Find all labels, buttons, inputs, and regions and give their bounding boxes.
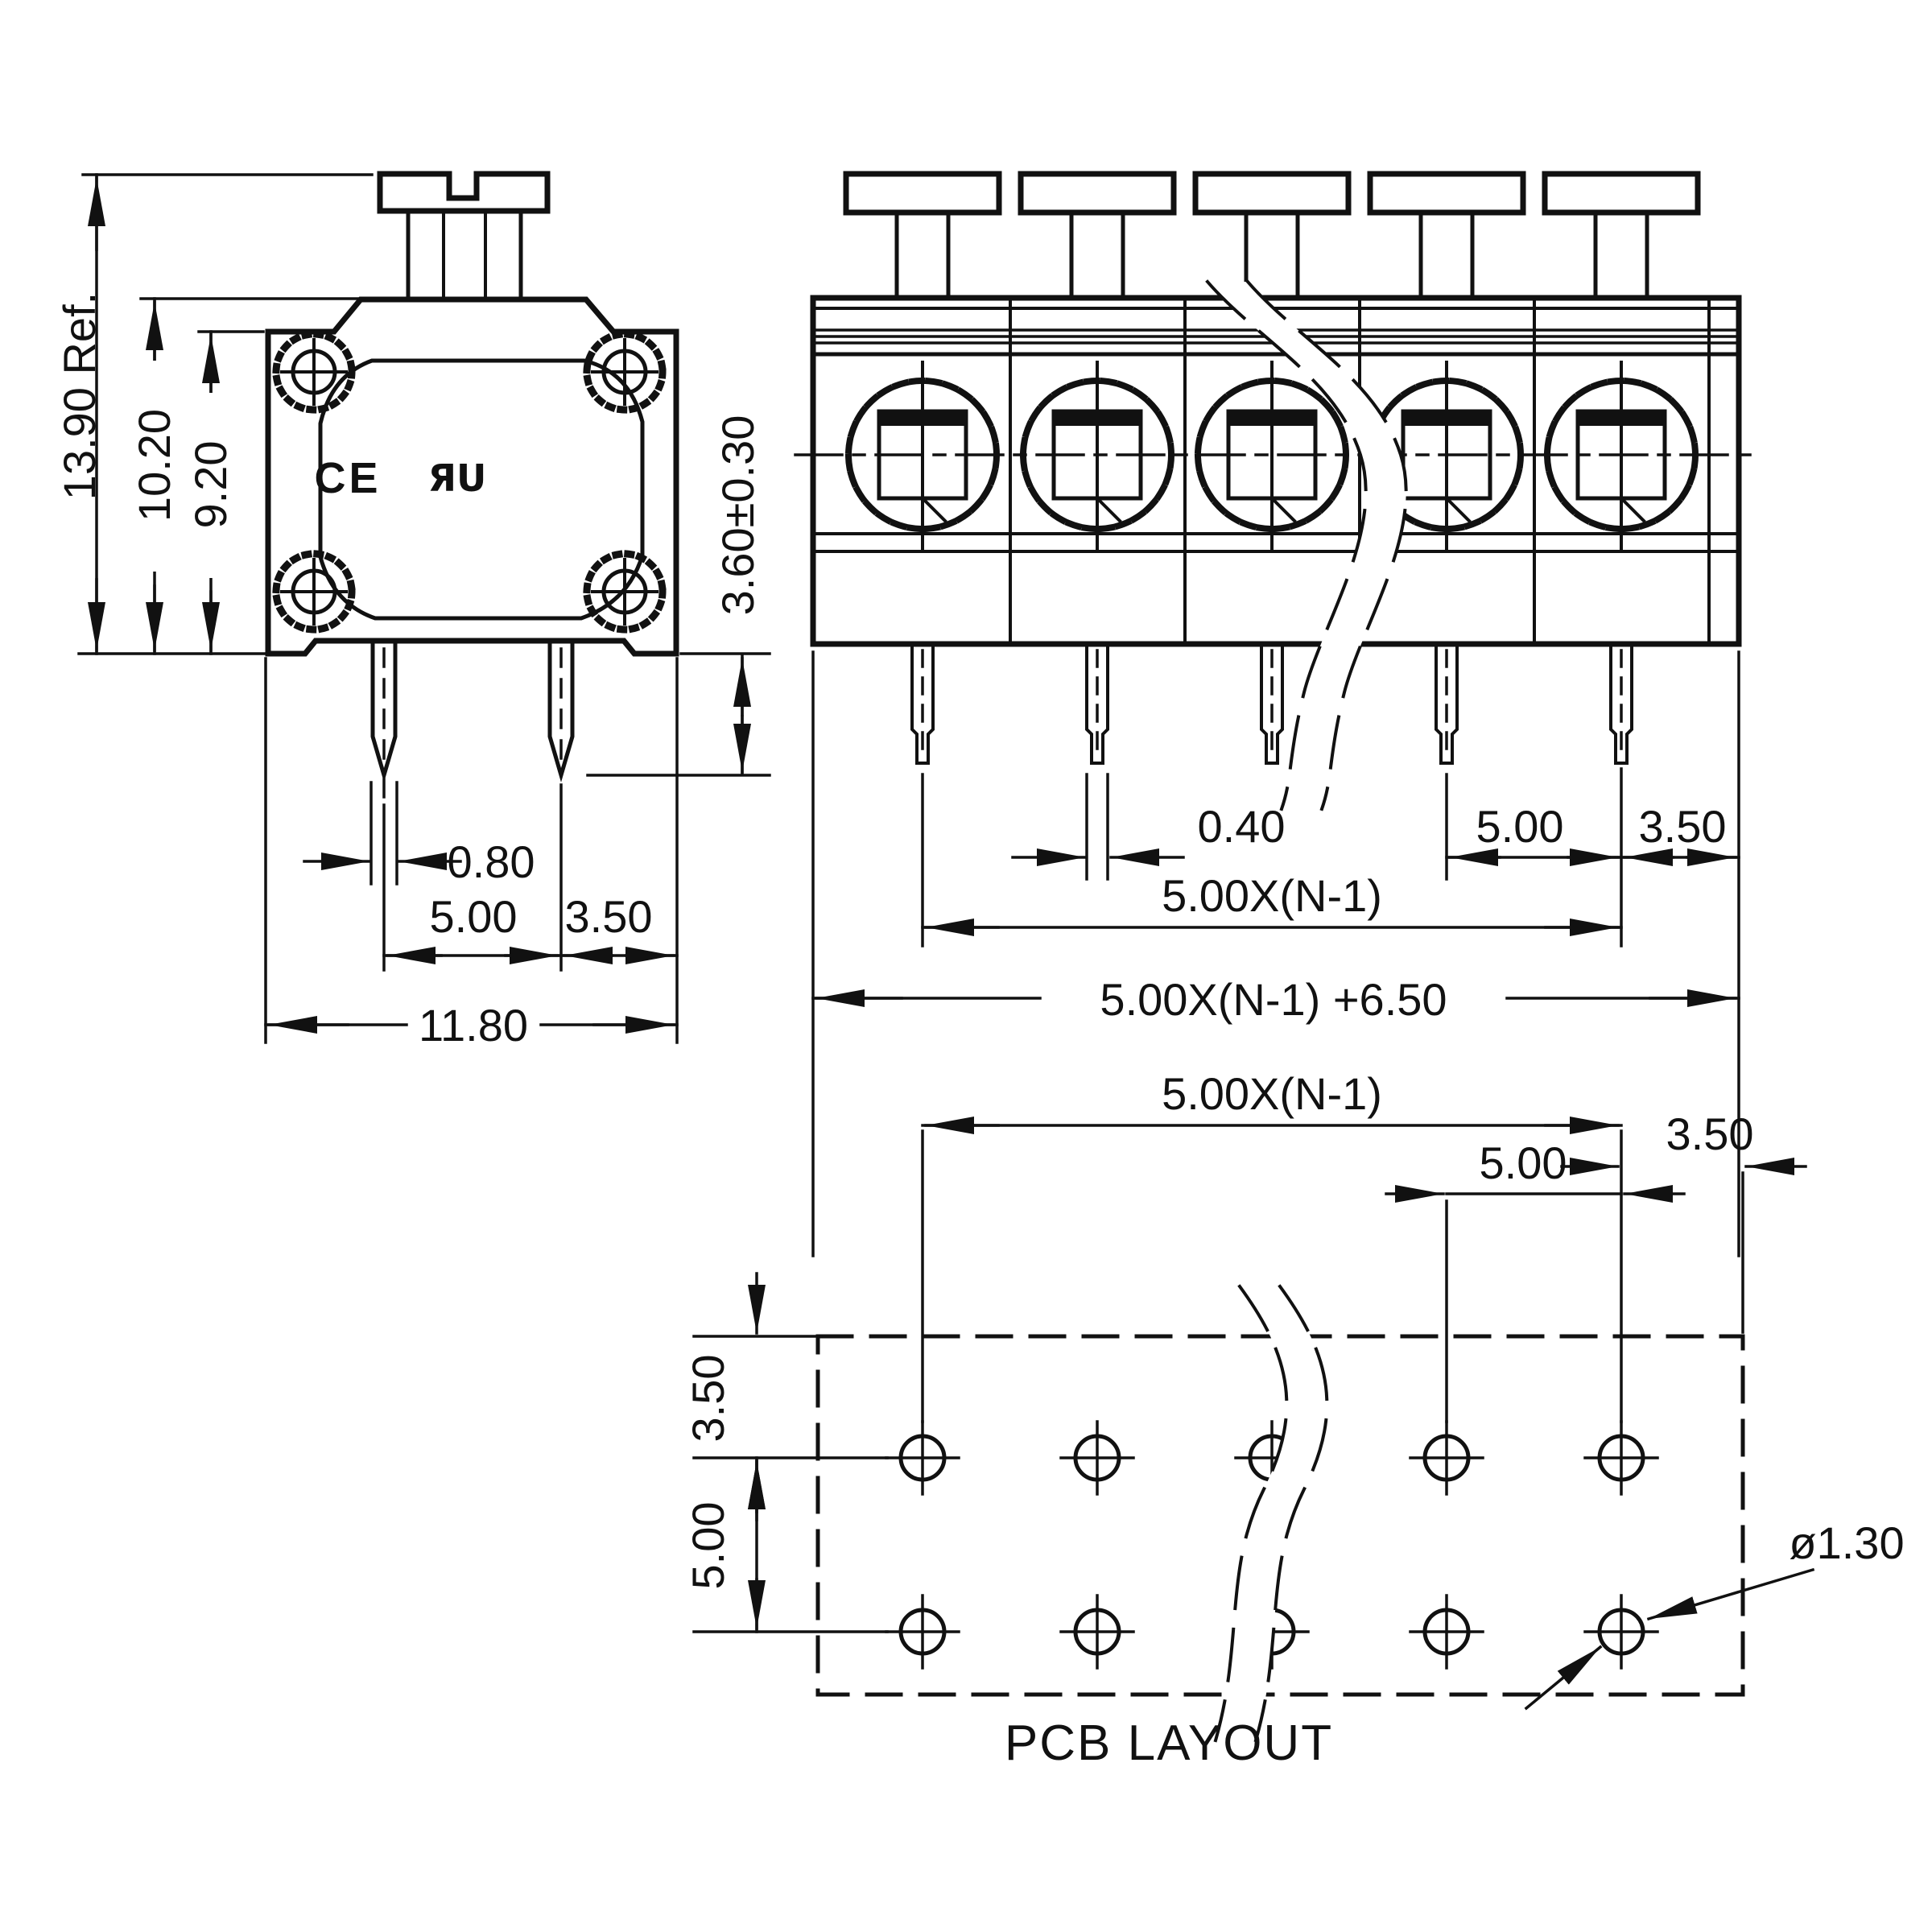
pcb-break-line [1213,1284,1329,1743]
screw-icon [1367,171,1526,299]
side-view: CE ЯU 13.90 Ref. 10.20 9.20 [54,171,771,1051]
ce-mark: CE [314,454,381,502]
dim-0-80: 0.80 [448,836,535,887]
pcb-hole-icon [1059,1420,1135,1496]
rivet-top-left [272,330,356,414]
front-body [810,295,1742,647]
screw-icon [843,171,1002,299]
front-pin [1435,642,1459,765]
front-pin [1085,642,1109,765]
dim-5-00: 5.00 [430,891,518,942]
pcb-hole-icon [1059,1594,1135,1670]
pcb-dim-edge-offset-top: 3.50 [1666,1108,1754,1159]
dim-0-40: 0.40 [1198,801,1286,852]
dim-3-60: 3.60±0.30 [712,415,763,616]
pcb-hole-icon [885,1420,960,1496]
rivet-bottom-right [583,550,667,634]
side-pins [370,638,575,782]
terminal-opening [1020,361,1174,551]
rivet-icons [272,330,667,634]
front-pins [910,642,1633,765]
pcb-holes-row1 [885,1420,1659,1496]
screw-icon [1542,171,1701,299]
side-pin-protrusion-dimension: 3.60±0.30 [586,415,771,1044]
pcb-dim-hole-pitch-top: 5.00 [1480,1137,1567,1188]
side-height-dimensions: 13.90 Ref. 10.20 9.20 [54,173,374,655]
front-view: 0.40 5.00 3.50 5.00X(N-1) 5.00X(N-1) +6.… [794,171,1761,1257]
pcb-layout: 5.00X(N-1) 3.50 5.00 3.50 5.00 ø1.30 [683,1068,1905,1771]
front-pin [1260,642,1284,765]
dim-hole-diameter: ø1.30 [1789,1517,1904,1568]
dim-bg [190,393,232,578]
screw-icon [1018,171,1177,299]
screw-icon [1192,171,1352,299]
front-break-line [1205,279,1408,811]
dim-9-20: 9.20 [185,441,236,529]
side-bottom-dimensions: 0.80 5.00 3.50 11.80 [264,657,679,1051]
dim-3-50: 3.50 [565,891,653,942]
front-pin [910,642,935,765]
screw-shaft-icon [406,208,523,299]
dim-3-50: 3.50 [1639,801,1727,852]
dim-5-00: 5.00 [1476,801,1564,852]
pcb-dim-pitch-span: 5.00X(N-1) [1162,1068,1382,1119]
pcb-top-dimensions: 5.00X(N-1) 3.50 5.00 [921,1068,1807,1423]
dim-13-90-ref: 13.90 Ref. [54,292,105,500]
terminal-opening [1544,361,1699,551]
pcb-dim-row-pitch: 5.00 [683,1502,733,1590]
dim-11-80: 11.80 [419,1000,528,1051]
rivet-top-right [583,330,667,414]
terminal-opening [845,361,1000,551]
pcb-dim-row-offset: 3.50 [683,1355,733,1443]
pcb-hole-icon [1583,1420,1659,1496]
pcb-hole-icon [1583,1594,1659,1670]
dim-bg [134,361,175,572]
pcb-hole-icon [885,1594,960,1670]
ul-recognized-mark: ЯU [428,456,487,500]
front-dimensions: 0.40 5.00 3.50 5.00X(N-1) 5.00X(N-1) +6.… [811,650,1740,1257]
pcb-layout-caption: PCB LAYOUT [1005,1715,1333,1771]
front-pin [1609,642,1633,765]
hole-diameter-callout: ø1.30 [1524,1517,1905,1711]
dim-pitch-span: 5.00X(N-1) [1162,870,1382,921]
rivet-bottom-left [272,550,356,634]
pcb-hole-icon [1409,1420,1484,1496]
pcb-hole-icon [1409,1594,1484,1670]
front-screws [843,171,1701,299]
pcb-left-dimensions: 3.50 5.00 [683,1272,889,1633]
dim-10-20: 10.20 [129,409,180,522]
terminal-opening [1195,361,1349,551]
dim-overall-width: 5.00X(N-1) +6.50 [1100,974,1447,1025]
screw-head-icon [377,171,551,214]
